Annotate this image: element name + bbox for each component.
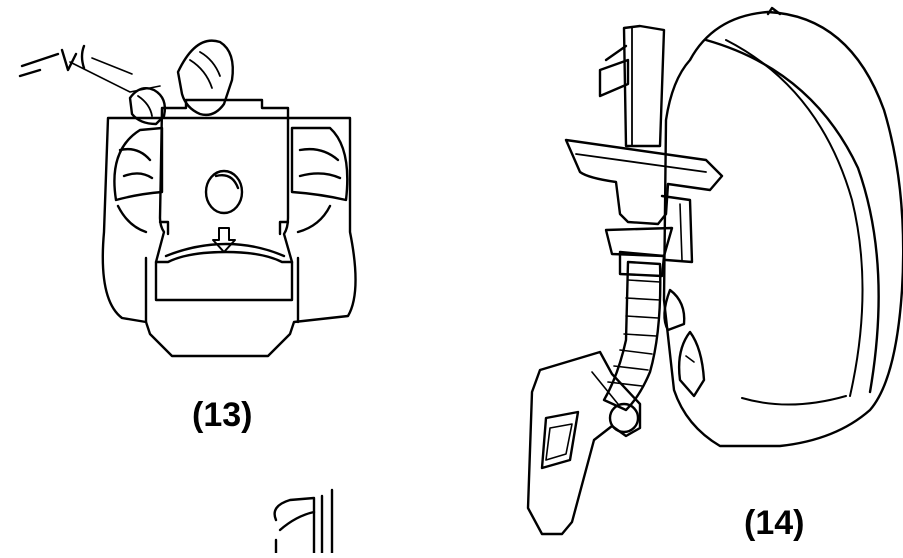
partial-part-sketch [275, 490, 332, 553]
left-side-cup [114, 128, 162, 200]
upholstery-nozzle [566, 140, 722, 224]
vacuum-body [664, 12, 903, 446]
bag-card [156, 100, 292, 262]
floor-nozzle [528, 352, 640, 534]
right-side-cup [292, 128, 347, 200]
figure-label-13: (13) [192, 396, 253, 434]
figure-label-14: (14) [744, 504, 805, 542]
bag-hole [206, 171, 242, 213]
down-arrow-icon [213, 228, 235, 252]
holder-housing [103, 118, 356, 356]
handle-tube [624, 26, 664, 146]
dust-bag-holder-figure [20, 41, 356, 356]
hand-fingers [178, 41, 233, 115]
vacuum-storage-figure [528, 8, 903, 534]
flex-hose [604, 262, 660, 410]
